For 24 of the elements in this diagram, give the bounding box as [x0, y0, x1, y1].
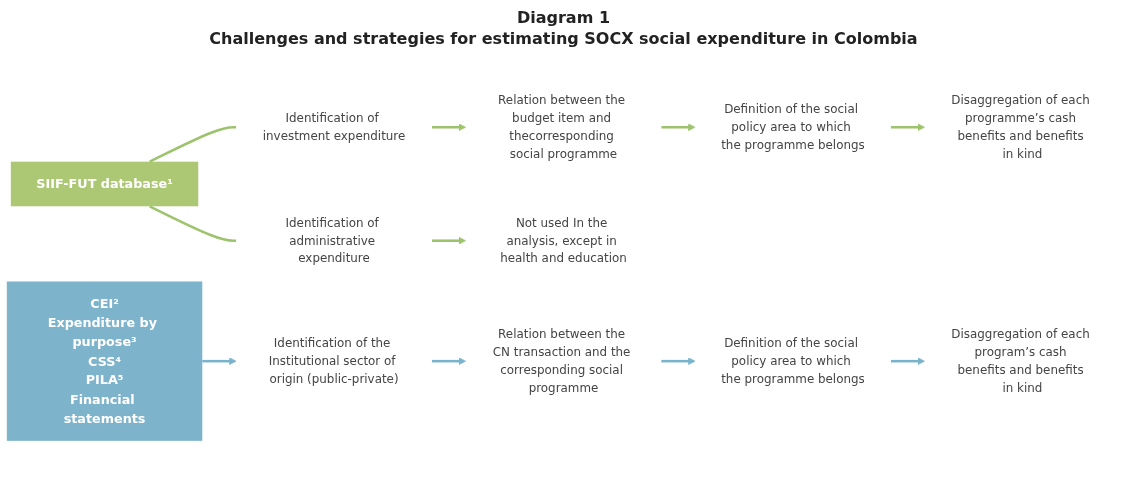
- diagram-subtitle: Challenges and strategies for estimating SOCX social expenditure in Colombia: [208, 29, 919, 48]
- node-text: Relation between the budget item and thecorresponding social programme: [498, 93, 626, 161]
- node-text: Disaggregation of each program’s cash benefits and benefits in kind: [951, 327, 1090, 395]
- diagram-title: Diagram 1: [515, 8, 612, 27]
- node-text: Definition of the social policy area to which the programme belongs: [721, 102, 865, 152]
- arrow: [202, 357, 237, 366]
- arrow: [431, 357, 467, 366]
- arrow: [431, 123, 467, 132]
- connector: [149, 126, 237, 163]
- connector: [149, 205, 237, 243]
- arrow: [661, 123, 696, 132]
- node-box: CEI² Expenditure by purpose³ CSS⁴ PILA⁵ Financial statements: [6, 281, 203, 442]
- node-text: Identification of investment expenditure: [262, 111, 406, 143]
- arrow: [890, 357, 926, 366]
- node-text: Identification of administrative expenditure: [285, 215, 379, 266]
- node-box: SIIF-FUT database¹: [10, 161, 199, 207]
- arrow: [661, 357, 696, 366]
- arrow: [890, 123, 926, 132]
- node-text: Definition of the social policy area to which the programme belongs: [721, 336, 865, 386]
- node-text: Not used In the analysis, except in health and education: [500, 215, 627, 266]
- node-text: Disaggregation of each programme’s cash benefits and benefits in kind: [951, 93, 1090, 161]
- arrow: [431, 237, 467, 245]
- node-text: Identification of the Institutional sector of origin (public-private): [268, 336, 399, 386]
- node-text: Relation between the CN transaction and the corresponding social programme: [492, 327, 631, 395]
